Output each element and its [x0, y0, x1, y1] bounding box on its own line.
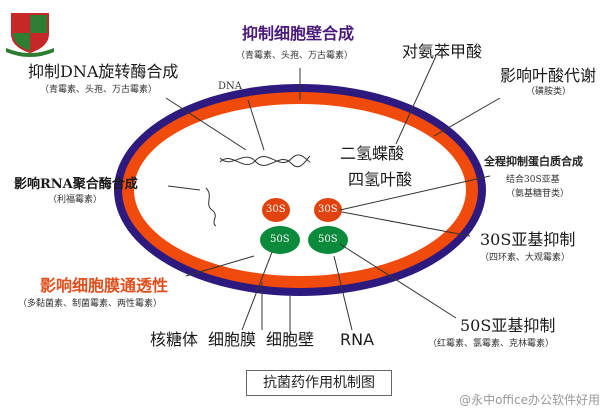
- ribosome-30s-left: [262, 198, 290, 222]
- label-cell-wall: 细胞壁: [266, 330, 315, 349]
- label-ribo-30s-right: 30S: [318, 204, 338, 215]
- caption-text: 抗菌药作用机制图: [263, 375, 375, 391]
- label-50s-drugs: （红霉素、氯霉素、克林霉素）: [428, 339, 555, 349]
- label-paba: 对氨苯甲酸: [402, 42, 483, 61]
- label-ribosome: 核糖体: [150, 330, 199, 349]
- label-cell-membrane: 细胞膜: [208, 330, 257, 349]
- watermark: @永中office办公软件好用: [459, 393, 600, 407]
- label-membrane-drugs: （多黏菌素、制菌霉素、两性霉素）: [18, 299, 163, 309]
- caption-box: 抗菌药作用机制图: [246, 370, 392, 396]
- label-30s-inhibit: 30S亚基抑制: [480, 230, 576, 249]
- label-rna: RNA: [340, 330, 375, 349]
- label-protein-synthesis: 全程抑制蛋白质合成: [484, 155, 583, 168]
- cytoplasm: [134, 104, 466, 276]
- label-dihydrofolate: 二氢蝶酸: [340, 144, 405, 163]
- pointer-lines: [165, 55, 501, 332]
- label-protein-drugs-1: 结合30S亚基: [506, 175, 560, 185]
- school-logo: [6, 13, 54, 57]
- label-tetrahydrofolate: 四氢叶酸: [348, 170, 413, 189]
- label-30s-drugs: （四环素、大观霉素）: [480, 253, 571, 263]
- dna-strand: [219, 154, 311, 166]
- label-membrane-permeability: 影响细胞膜通透性: [40, 276, 169, 295]
- label-cell-wall-drugs: （青霉素、头孢、万古霉素）: [236, 51, 354, 61]
- ribosome-30s-right: [314, 198, 342, 222]
- ribosome-50s-left: [260, 226, 300, 254]
- label-protein-drugs-2: （氨基糖苷类）: [506, 189, 570, 199]
- ribosome-50s-right: [308, 226, 348, 254]
- label-dna-gyrase: 抑制DNA旋转酶合成: [28, 62, 179, 81]
- label-folate: 影响叶酸代谢: [500, 66, 597, 85]
- label-ribo-50s-left: 50S: [270, 234, 290, 245]
- rna-strand: [205, 187, 217, 227]
- label-ribo-50s-right: 50S: [318, 234, 338, 245]
- label-50s-inhibit: 50S亚基抑制: [460, 316, 556, 335]
- label-ribo-30s-left: 30S: [266, 204, 286, 215]
- label-dna: DNA: [218, 81, 242, 92]
- label-rna-polymerase: 影响RNA聚合酶合成: [14, 177, 138, 192]
- label-folate-drugs: （磺胺类）: [526, 87, 572, 97]
- label-rna-drugs: （利福霉素）: [48, 195, 103, 205]
- label-dna-gyrase-drugs: （青霉素、头孢、万古霉素）: [40, 85, 158, 95]
- label-cell-wall-synthesis: 抑制细胞壁合成: [242, 24, 355, 43]
